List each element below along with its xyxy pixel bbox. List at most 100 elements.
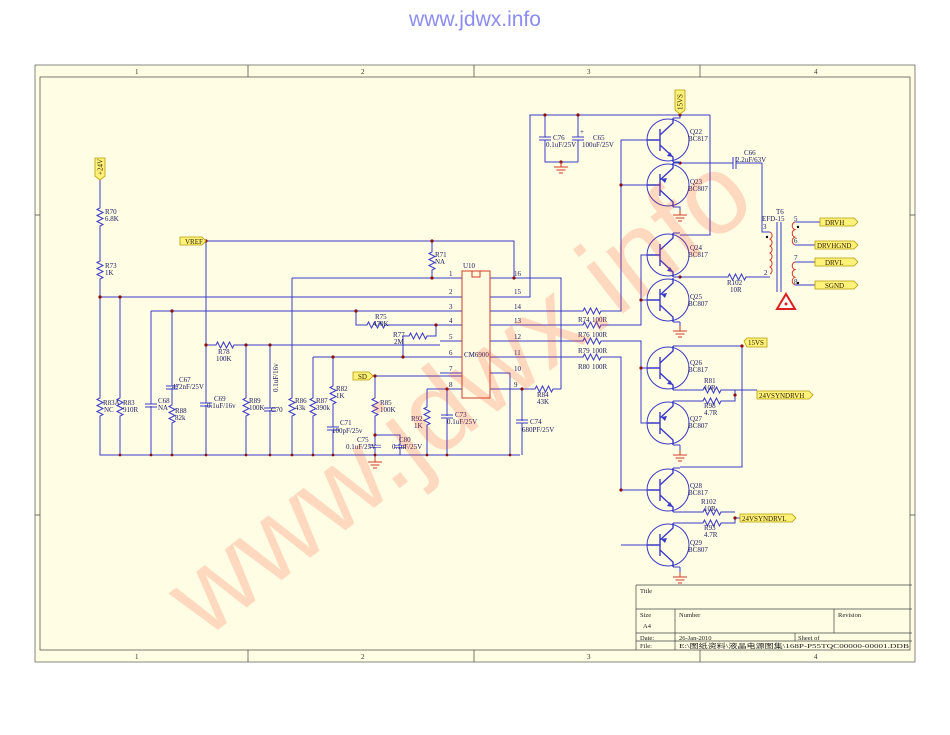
value-label: BC817	[688, 251, 708, 259]
ref-label: C76	[553, 134, 565, 142]
value-label: 100K	[380, 406, 396, 414]
pin-number: 12	[514, 333, 522, 341]
zone-label: 4	[814, 68, 818, 76]
value-label: BC807	[688, 546, 708, 554]
pin-number: 2	[764, 269, 768, 277]
file-value: E:\图纸资料\液晶电源图集\168P-P55TQC00000-00001.DD…	[679, 641, 910, 650]
value-label: 100K	[249, 404, 265, 412]
ref-label: R70	[105, 208, 117, 216]
pin-number: 1	[449, 270, 453, 278]
value-label: 100R	[592, 331, 608, 339]
value-label: 1K	[105, 269, 114, 277]
port-label: +24V	[97, 159, 105, 175]
value-label: 4.7R	[704, 409, 718, 417]
value-label: 43K	[537, 398, 549, 406]
size-value: A4	[643, 623, 652, 630]
ref-label: R102	[701, 498, 717, 506]
ref-label: R76	[578, 331, 590, 339]
value-label: 100R	[592, 363, 608, 371]
pin-number: 3	[763, 223, 767, 231]
ref-label: C66	[744, 149, 756, 157]
ic-cm6900	[461, 270, 491, 399]
ic-part: CM6900	[464, 351, 489, 359]
ic-pin-numbers: 1 2 3 4 5 6 7 8 16 15 14 13 12 11 10 9	[449, 270, 522, 389]
value-label: BC817	[688, 489, 708, 497]
value-label: 100pF/25v	[332, 427, 363, 435]
value-label: 100uF/25V	[582, 141, 614, 149]
title-label: Title	[640, 588, 652, 595]
value-label: 0.1uF/25V	[546, 141, 576, 149]
port-label: 15VS	[748, 339, 764, 347]
ref-label: Q28	[690, 482, 703, 490]
ref-label: C67	[179, 376, 191, 384]
pin-number: 8	[449, 381, 453, 389]
value-label: 2.2uF/63V	[736, 156, 766, 164]
ic-ref: U10	[463, 262, 476, 270]
port-24vsyndrvh: 24VSYNDRVH	[756, 390, 814, 400]
pin-number: 6	[449, 349, 453, 357]
polarity-plus: +	[580, 128, 584, 136]
port-sgnd: SGND	[814, 280, 859, 290]
value-label: EFD-15	[762, 215, 785, 223]
ref-label: R87	[316, 397, 328, 405]
zone-label: 2	[361, 68, 365, 76]
pin-number: 8	[794, 278, 798, 286]
value-label: 910R	[123, 406, 139, 414]
size-label: Size	[640, 612, 651, 619]
ref-label: Q23	[690, 178, 703, 186]
port-15vs: 15VS	[743, 337, 768, 348]
port-label: SD	[358, 373, 367, 381]
ref-label: Q26	[690, 359, 703, 367]
value-label: BC817	[688, 135, 708, 143]
number-label: Number	[679, 612, 701, 619]
pin-number: 13	[514, 317, 522, 325]
file-label: File:	[640, 643, 652, 650]
zone-label: 4	[814, 653, 818, 661]
port-label: VREF	[185, 238, 203, 246]
value-label: 4.7R	[704, 531, 718, 539]
ref-label: R79	[578, 347, 590, 355]
value-label: 10R	[730, 286, 742, 294]
ref-label: R82	[336, 385, 348, 393]
title-block: Title Size A4 Number Revision Date: 26-J…	[635, 584, 912, 650]
ref-label: Q22	[690, 128, 703, 136]
ref-label: R78	[218, 348, 230, 356]
date-label: Date:	[640, 635, 654, 642]
value-label: 470K	[373, 320, 389, 328]
ref-label: C73	[455, 411, 467, 419]
port-drvl: DRVL	[814, 257, 859, 267]
pin-number: 6	[794, 237, 798, 245]
value-label: 0.1uF/16v	[207, 402, 236, 410]
port-vref: VREF	[179, 236, 207, 246]
value-label: 10R	[704, 505, 716, 513]
ref-label: R74	[578, 316, 590, 324]
date-value: 26-Jan-2010	[679, 635, 712, 642]
value-label: 0.1uF/25V	[447, 418, 477, 426]
port-label: SGND	[825, 282, 844, 290]
ref-label: C65	[593, 134, 605, 142]
ref-label: R89	[249, 397, 261, 405]
value-label: 390k	[316, 404, 331, 412]
value-label: BC807	[688, 422, 708, 430]
value-label: 100R	[592, 316, 608, 324]
ref-label: Q29	[690, 539, 703, 547]
pin-number: 14	[514, 303, 522, 311]
ref-label: R81	[704, 377, 716, 385]
ref-label: R83	[123, 399, 135, 407]
value-label: BC817	[688, 366, 708, 374]
ref-label: T6	[776, 208, 784, 216]
ref-label: C71	[340, 419, 352, 427]
ref-label: R83A	[103, 399, 120, 407]
port-sd: SD	[352, 371, 374, 381]
pin-number: 4	[449, 317, 453, 325]
port-label: 24VSYNDRVH	[759, 392, 804, 400]
zone-label: 2	[361, 653, 365, 661]
pin-number: 10	[514, 365, 522, 373]
value-label: 1K	[336, 392, 345, 400]
pin-number: 2	[449, 288, 453, 296]
warning-icon	[775, 292, 797, 310]
port-label: DRVH	[825, 219, 844, 227]
pin-number: 3	[449, 303, 453, 311]
ref-label: R73	[105, 262, 117, 270]
value-label: 472nF/25V	[172, 383, 204, 391]
